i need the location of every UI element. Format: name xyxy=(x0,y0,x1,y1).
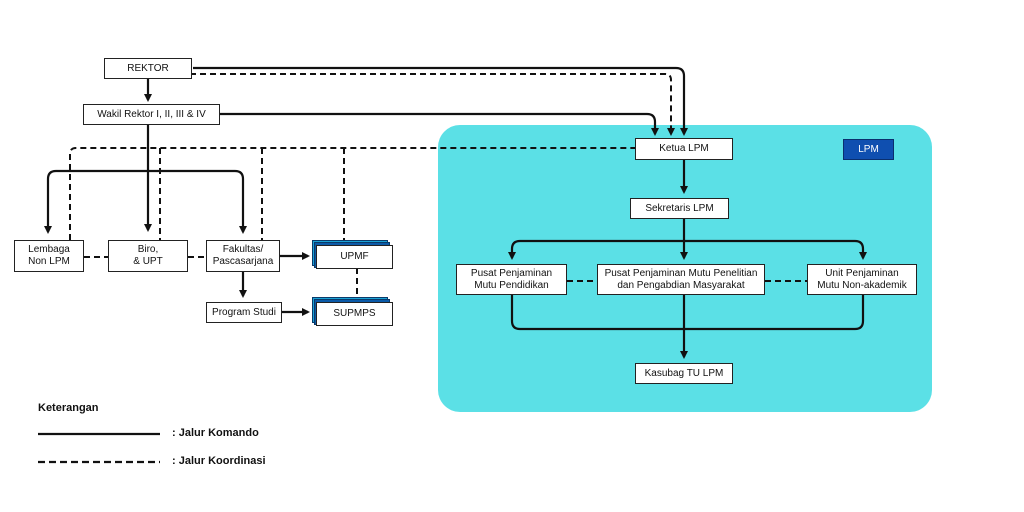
node-ketua-lpm: Ketua LPM xyxy=(635,138,733,160)
komando-rektor-ketua xyxy=(193,66,688,136)
legend-koordinasi-label: : Jalur Koordinasi xyxy=(172,455,266,467)
legend-komando-label: : Jalur Komando xyxy=(172,427,259,439)
komando-branch-left xyxy=(508,239,684,260)
komando-branch xyxy=(44,169,148,234)
node-upmf: UPMF xyxy=(316,245,393,269)
legend-title: Keterangan xyxy=(38,402,99,414)
komando-branch-fak xyxy=(148,169,247,234)
node-fakultas: Fakultas/ Pascasarjana xyxy=(206,240,280,272)
komando-right-bottom xyxy=(684,294,865,331)
node-supmps: SUPMPS xyxy=(316,302,393,326)
node-rektor: REKTOR xyxy=(104,58,192,79)
komando-wakil-ketua xyxy=(220,112,659,136)
node-pusat-pendidikan: Pusat Penjaminan Mutu Pendidikan xyxy=(456,264,567,295)
node-unit-non-akademik: Unit Penjaminan Mutu Non-akademik xyxy=(807,264,917,295)
node-lembaga-non-lpm: Lembaga Non LPM xyxy=(14,240,84,272)
node-pusat-penelitian: Pusat Penjaminan Mutu Penelitian dan Pen… xyxy=(597,264,765,295)
node-sekretaris-lpm: Sekretaris LPM xyxy=(630,198,729,219)
node-program-studi: Program Studi xyxy=(206,302,282,323)
komando-branch-right xyxy=(684,239,867,260)
lpm-badge: LPM xyxy=(843,139,894,160)
koordinasi-rektor-ketua xyxy=(190,73,675,136)
komando-left-bottom xyxy=(510,294,684,331)
node-kasubag-tu: Kasubag TU LPM xyxy=(635,363,733,384)
node-biro-upt: Biro, & UPT xyxy=(108,240,188,272)
koordinasi-top xyxy=(69,147,636,240)
node-wakil-rektor: Wakil Rektor I, II, III & IV xyxy=(83,104,220,125)
